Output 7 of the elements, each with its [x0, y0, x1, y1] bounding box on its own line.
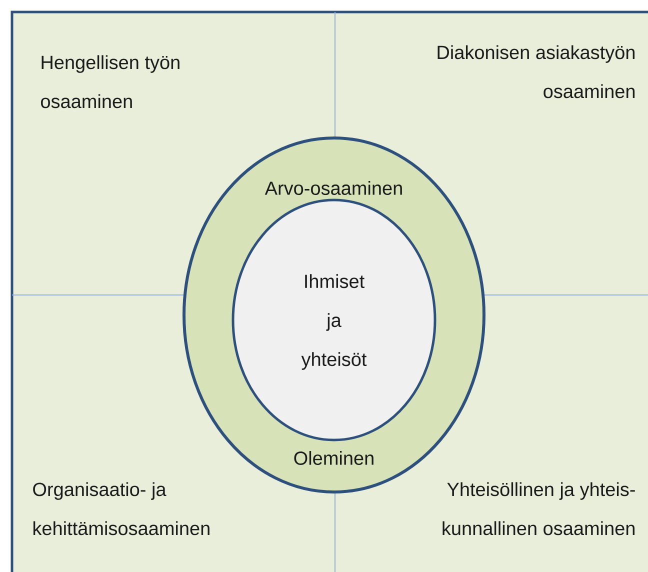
- ring-label: Arvo-osaaminen: [264, 181, 402, 195]
- quadrant-label: Organisaatio- ja kehittämisosaaminen: [33, 482, 210, 536]
- quadrant-label: Yhteisöllinen ja yhteis- kunnallinen osaaminen: [442, 482, 635, 536]
- ring-label: Oleminen: [294, 451, 374, 465]
- center-label: Ihmiset ja yhteisöt: [301, 274, 367, 370]
- quadrant-label: Hengellisen työn osaaminen: [41, 55, 180, 108]
- quadrant-label: Diakonisen asiakastyön osaaminen: [438, 45, 635, 98]
